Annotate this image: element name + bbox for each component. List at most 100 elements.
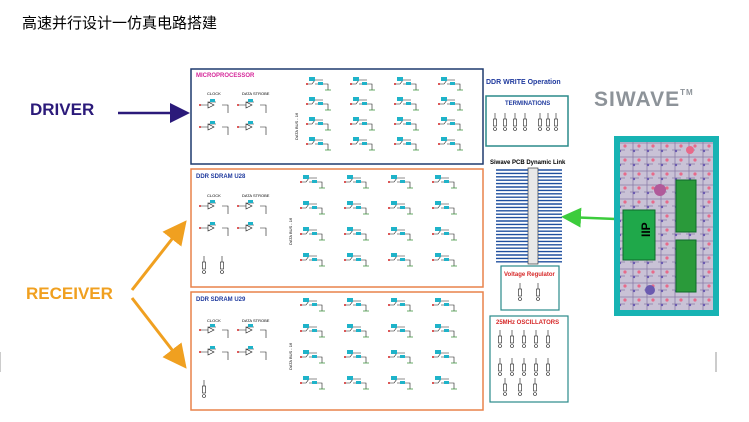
schematic-sdram-u28 bbox=[199, 175, 457, 274]
receiver-label: RECEIVER bbox=[26, 284, 113, 303]
u28-strobe-driver bbox=[237, 222, 267, 236]
micro-bus-cell bbox=[438, 137, 463, 151]
oscillator-element bbox=[510, 358, 514, 376]
siwave-tm: TM bbox=[680, 88, 694, 97]
micro-bus-cell bbox=[350, 137, 375, 151]
u29-bus-cell bbox=[432, 376, 457, 390]
micro-bus-label: DATA BUS - 16 bbox=[294, 112, 299, 140]
u28-bus-cell bbox=[344, 253, 369, 267]
u29-strobe-label: DATA STROBE bbox=[242, 318, 270, 323]
oscillator-element bbox=[510, 330, 514, 348]
u28-bus-cell bbox=[432, 201, 457, 215]
microprocessor-title: MICROPROCESSOR bbox=[196, 73, 255, 79]
micro-strobe-driver bbox=[237, 99, 267, 113]
u29-bus-cell bbox=[432, 350, 457, 364]
u28-bus-cell bbox=[344, 227, 369, 241]
regulator-panel bbox=[500, 265, 560, 311]
oscillators-panel bbox=[489, 315, 569, 403]
u29-bus-cell bbox=[388, 350, 413, 364]
termination-resistor bbox=[523, 113, 527, 131]
micro-bus-cell bbox=[438, 77, 463, 91]
chip-label: IIP bbox=[639, 222, 653, 237]
u28-bus-cell bbox=[344, 201, 369, 215]
termination-resistor bbox=[538, 113, 542, 131]
sdram-u29-panel bbox=[190, 291, 484, 411]
microprocessor-panel bbox=[190, 68, 484, 165]
oscillator-element bbox=[546, 330, 550, 348]
schematic-oscillators bbox=[498, 330, 550, 396]
micro-clock-driver bbox=[199, 99, 229, 113]
schematic-terminations bbox=[493, 113, 558, 131]
u29-bus-cell bbox=[344, 298, 369, 312]
micro-bus-cell bbox=[394, 117, 419, 131]
u29-bus-cell bbox=[344, 350, 369, 364]
u28-bus-cell bbox=[300, 227, 325, 241]
u28-clock-driver bbox=[199, 200, 229, 214]
termination-resistor bbox=[503, 113, 507, 131]
siwave-logo: SIWAVETM bbox=[594, 88, 694, 112]
u29-bus-cell bbox=[344, 324, 369, 338]
micro-clock-label: CLOCK bbox=[207, 91, 221, 96]
oscillator-element bbox=[518, 378, 522, 396]
u29-bus-cell bbox=[300, 350, 325, 364]
u28-bus-label: DATA BUS - 16 bbox=[288, 217, 293, 245]
micro-bus-cell bbox=[350, 77, 375, 91]
u28-strobe-label: DATA STROBE bbox=[242, 193, 270, 198]
u28-clock-label: CLOCK bbox=[207, 193, 221, 198]
sdram-u29-title: DDR SDRAM U29 bbox=[196, 297, 246, 303]
micro-bus-cell bbox=[394, 137, 419, 151]
u28-term-resistor bbox=[202, 256, 206, 274]
pcb-link-block bbox=[496, 167, 562, 265]
schematic-microprocessor bbox=[199, 77, 463, 151]
micro-bus-cell bbox=[306, 77, 331, 91]
u28-bus-cell bbox=[388, 175, 413, 189]
u29-strobe-driver bbox=[237, 324, 267, 338]
oscillator-element bbox=[533, 378, 537, 396]
oscillator-element bbox=[503, 378, 507, 396]
u29-bus-cell bbox=[388, 298, 413, 312]
regulator-resistor bbox=[518, 283, 522, 301]
micro-bus-cell bbox=[306, 117, 331, 131]
u29-bus-cell bbox=[388, 324, 413, 338]
receiver-arrow-upper bbox=[130, 220, 187, 291]
pcb-board-image bbox=[614, 136, 719, 316]
u29-clock-label: CLOCK bbox=[207, 318, 221, 323]
u29-bus-label: DATA BUS - 16 bbox=[288, 342, 293, 370]
pcb-link-arrow bbox=[561, 207, 617, 228]
u28-bus-cell bbox=[300, 201, 325, 215]
siwave-logo-text: SIWAVE bbox=[594, 88, 681, 111]
terminations-title: TERMINATIONS bbox=[505, 101, 550, 107]
u28-term-resistor bbox=[220, 256, 224, 274]
micro-strobe-label: DATA STROBE bbox=[242, 91, 270, 96]
schematic-regulator bbox=[518, 283, 540, 301]
receiver-arrow-lower bbox=[130, 297, 187, 369]
u28-bus-cell bbox=[344, 175, 369, 189]
micro-bus-cell bbox=[394, 77, 419, 91]
u29-clock-driver bbox=[199, 346, 229, 360]
u28-clock-driver bbox=[199, 222, 229, 236]
schematic-sdram-u29 bbox=[199, 298, 457, 398]
oscillator-element bbox=[534, 330, 538, 348]
u29-bus-cell bbox=[300, 298, 325, 312]
u28-bus-cell bbox=[388, 201, 413, 215]
page-title: 高速并行设计一仿真电路搭建 bbox=[22, 14, 218, 32]
u29-bus-cell bbox=[300, 324, 325, 338]
u28-bus-cell bbox=[300, 175, 325, 189]
u29-clock-driver bbox=[199, 324, 229, 338]
u28-bus-cell bbox=[300, 253, 325, 267]
u29-bus-cell bbox=[300, 376, 325, 390]
micro-bus-cell bbox=[306, 97, 331, 111]
ddr-write-title: DDR WRITE Operation bbox=[486, 79, 561, 86]
micro-bus-cell bbox=[394, 97, 419, 111]
u28-bus-cell bbox=[432, 175, 457, 189]
micro-bus-cell bbox=[438, 97, 463, 111]
termination-resistor bbox=[546, 113, 550, 131]
u28-strobe-driver bbox=[237, 200, 267, 214]
u28-bus-cell bbox=[432, 227, 457, 241]
u29-bus-cell bbox=[344, 376, 369, 390]
oscillator-element bbox=[546, 358, 550, 376]
u28-bus-cell bbox=[388, 253, 413, 267]
pcb-link-title: Siwave PCB Dynamic Link bbox=[490, 160, 566, 166]
sdram-u28-title: DDR SDRAM U28 bbox=[196, 174, 246, 180]
oscillator-element bbox=[498, 330, 502, 348]
